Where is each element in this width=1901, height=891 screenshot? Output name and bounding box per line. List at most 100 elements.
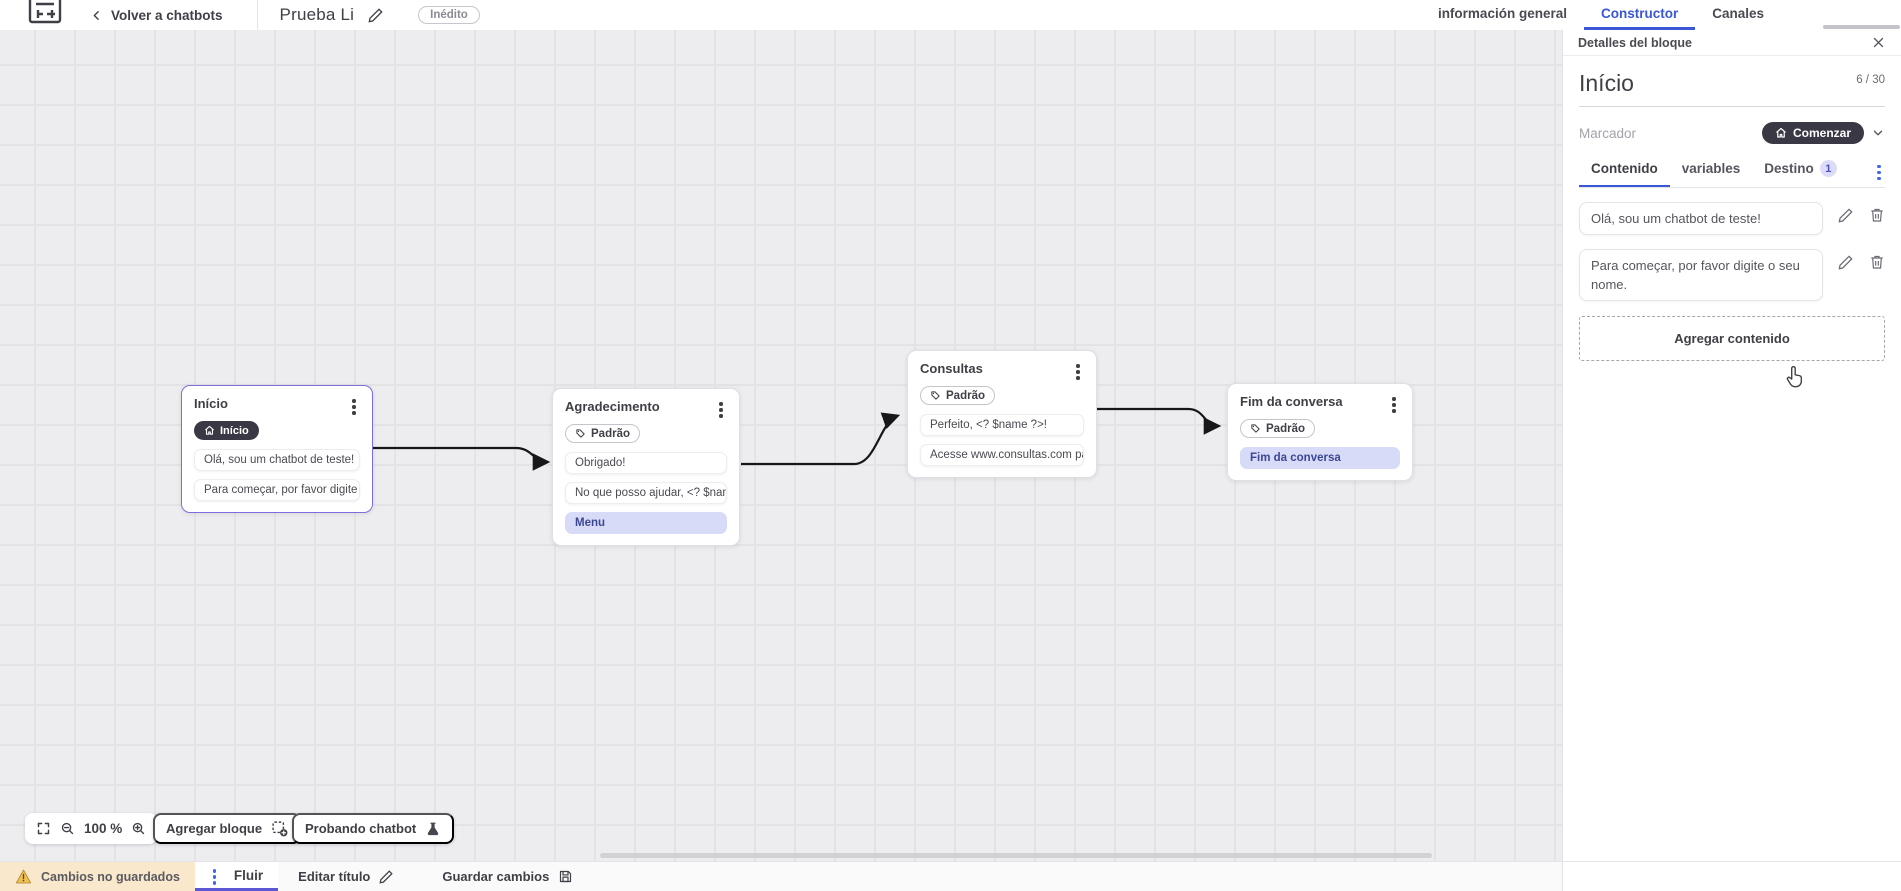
fullscreen-icon[interactable]: [36, 821, 51, 836]
flask-icon: [425, 821, 441, 837]
test-chatbot-button[interactable]: Probando chatbot: [292, 813, 455, 844]
block-message-item[interactable]: Obrigado!: [565, 452, 727, 474]
pencil-icon: [1838, 254, 1854, 270]
topbar: Volver a chatbots Prueba Li Inédito info…: [0, 0, 1901, 30]
flow-block-consultas[interactable]: Consultas Padrão Perfeito, <? $name ?>! …: [907, 350, 1097, 478]
block-message-item[interactable]: Olá, sou um chatbot de teste!: [194, 449, 360, 471]
block-end-item[interactable]: Fim da conversa: [1240, 447, 1400, 469]
connector-consultas-fim: [1097, 407, 1222, 435]
warning-icon: [15, 869, 32, 884]
tab-canales[interactable]: Canales: [1712, 6, 1764, 21]
block-message-item[interactable]: Perfeito, <? $name ?>!: [920, 414, 1084, 436]
zoom-in-icon[interactable]: [131, 821, 146, 836]
zoom-level: 100 %: [84, 821, 123, 836]
block-header: Fim da conversa: [1240, 394, 1400, 412]
block-message-item[interactable]: Acesse www.consultas.com par...: [920, 444, 1084, 466]
block-details-panel: Detalles del bloque Início 6 / 30 Marcad…: [1562, 30, 1901, 861]
bottombar: Cambios no guardados Fluir Editar título…: [0, 861, 1901, 891]
badge-label: Início: [220, 424, 249, 437]
content-item-row: Olá, sou um chatbot de teste!: [1579, 202, 1885, 235]
block-title: Fim da conversa: [1240, 394, 1343, 409]
block-menu-icon[interactable]: [1386, 396, 1400, 412]
block-message-item[interactable]: Para começar, por favor digite o ...: [194, 479, 360, 501]
tag-icon: [1250, 423, 1261, 434]
save-changes-button[interactable]: Guardar cambios: [430, 862, 585, 891]
badge-label: Padrão: [1266, 422, 1305, 435]
home-icon: [204, 425, 215, 436]
block-menu-icon[interactable]: [1070, 363, 1084, 379]
home-icon: [1775, 127, 1787, 139]
tab-variables[interactable]: variables: [1681, 161, 1741, 176]
add-content-button[interactable]: Agregar contenido: [1579, 316, 1885, 361]
flow-block-agradecimento[interactable]: Agradecimento Padrão Obrigado! No que po…: [552, 388, 740, 546]
content-text-field[interactable]: Para começar, por favor digite o seu nom…: [1579, 249, 1823, 301]
marker-select[interactable]: Comenzar: [1761, 122, 1864, 144]
zoom-out-icon[interactable]: [60, 821, 75, 836]
topbar-left: Volver a chatbots Prueba Li Inédito: [0, 0, 480, 30]
block-title: Agradecimento: [565, 399, 660, 414]
back-label: Volver a chatbots: [111, 7, 223, 23]
flow-tab-fluir[interactable]: Fluir: [194, 862, 279, 891]
block-title: Início: [194, 396, 228, 411]
block-menu-icon[interactable]: [346, 398, 360, 414]
edit-content-button[interactable]: [1838, 254, 1854, 270]
tab-informacion-general[interactable]: información general: [1437, 6, 1567, 21]
tab-contenido[interactable]: Contenido: [1579, 161, 1670, 187]
canvas-horizontal-scrollbar[interactable]: [600, 853, 1432, 858]
pencil-icon: [368, 7, 384, 23]
block-menu-icon[interactable]: [713, 401, 727, 417]
flow-block-inicio[interactable]: Início Início Olá, sou um chatbot de tes…: [181, 385, 373, 513]
topbar-tabs: información general Constructor Canales: [1421, 0, 1781, 30]
panel-tabs: Contenido variables Destino 1: [1579, 160, 1885, 188]
add-block-icon: [271, 820, 288, 837]
test-chatbot-label: Probando chatbot: [305, 821, 417, 836]
bottombar-divider: [1562, 862, 1563, 891]
save-changes-label: Guardar cambios: [442, 869, 550, 884]
mouse-cursor: [1783, 364, 1805, 390]
tag-icon: [930, 390, 941, 401]
block-type-badge: Início: [194, 421, 259, 440]
app-logo-icon: [26, 0, 66, 30]
tab-scrollbar[interactable]: [1823, 25, 1900, 29]
block-name-underline: [1579, 106, 1885, 107]
panel-title: Detalles del bloque: [1578, 35, 1692, 50]
add-block-button[interactable]: Agregar bloque: [153, 813, 302, 844]
destino-count-badge: 1: [1819, 160, 1837, 177]
close-panel-button[interactable]: [1871, 35, 1886, 50]
block-type-badge: Padrão: [920, 386, 995, 405]
flow-canvas[interactable]: Início Início Olá, sou um chatbot de tes…: [0, 30, 1562, 861]
connector-inicio-agradecimento: [373, 446, 551, 471]
block-menu-item[interactable]: Menu: [565, 512, 727, 534]
block-name-input[interactable]: Início: [1579, 70, 1634, 96]
pencil-icon: [379, 869, 394, 884]
edit-page-title-button[interactable]: [368, 7, 384, 23]
page-title: Prueba Li: [279, 5, 355, 24]
block-header: Consultas: [920, 361, 1084, 379]
panel-body: Início 6 / 30 Marcador Comenzar: [1563, 56, 1901, 388]
block-header: Agradecimento: [565, 399, 727, 417]
close-icon: [1871, 35, 1886, 50]
flow-block-fim-da-conversa[interactable]: Fim da conversa Padrão Fim da conversa: [1227, 383, 1413, 481]
edit-flow-title-button[interactable]: Editar título: [286, 862, 406, 891]
back-button[interactable]: Volver a chatbots: [90, 8, 223, 23]
flow-tab-menu-icon[interactable]: [207, 868, 221, 884]
edit-flow-title-label: Editar título: [298, 869, 371, 884]
marker-value-label: Comenzar: [1792, 126, 1851, 140]
panel-header: Detalles del bloque: [1563, 30, 1901, 56]
unsaved-changes-warning: Cambios no guardados: [0, 862, 195, 891]
save-icon: [558, 869, 573, 884]
tab-constructor[interactable]: Constructor: [1583, 0, 1696, 30]
tab-destino[interactable]: Destino 1: [1752, 160, 1849, 188]
add-block-label: Agregar bloque: [166, 821, 263, 836]
panel-tabs-menu-icon[interactable]: [1871, 164, 1885, 180]
status-badge: Inédito: [418, 6, 480, 24]
content-item-row: Para começar, por favor digite o seu nom…: [1579, 249, 1885, 301]
chevron-down-icon[interactable]: [1871, 126, 1885, 140]
delete-content-button[interactable]: [1869, 254, 1885, 270]
block-message-item[interactable]: No que posso ajudar, <? $name ...: [565, 482, 727, 504]
tag-icon: [575, 428, 586, 439]
edit-content-button[interactable]: [1838, 207, 1854, 223]
content-text-field[interactable]: Olá, sou um chatbot de teste!: [1579, 202, 1823, 235]
delete-content-button[interactable]: [1869, 207, 1885, 223]
